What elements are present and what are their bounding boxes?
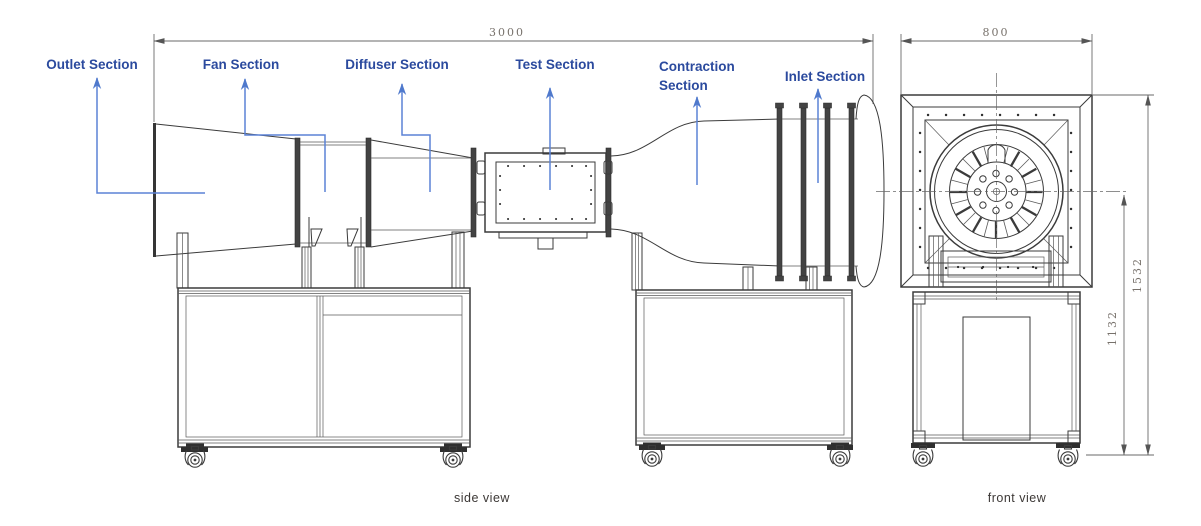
dim-1532-value: 1532 (1131, 257, 1144, 293)
label-contraction-line2: Section (659, 78, 708, 93)
bell-mouth (855, 94, 885, 288)
test-section-box (470, 147, 613, 250)
contraction-support-posts (451, 231, 818, 291)
motor-mount (928, 235, 1064, 288)
dim-1132-value: 1132 (1106, 310, 1119, 346)
side-view-caption: side view (454, 491, 510, 505)
label-contraction-line1: Contraction (659, 59, 735, 74)
label-inlet-section: Inlet Section (785, 69, 865, 84)
front-support-cart (911, 291, 1081, 467)
fan-support-posts (301, 246, 365, 289)
outlet-cone (153, 123, 297, 289)
front-view-caption: front view (988, 491, 1047, 505)
test-section-base (498, 231, 588, 239)
test-section-foot (537, 237, 554, 250)
leader-outlet-arrow (92, 77, 205, 194)
fan-blade-edges (950, 146, 1042, 238)
fan-housing (294, 137, 372, 289)
dim-800-value: 800 (983, 26, 1010, 39)
test-section-handle (542, 147, 566, 155)
fan-front-flange (294, 137, 301, 248)
contraction-duct (610, 118, 781, 267)
right-support-cart (635, 289, 853, 467)
cart-door-panel (962, 316, 1031, 441)
fan-blades (949, 151, 1043, 239)
hub-bolts (973, 169, 1019, 215)
fan-front-face (876, 73, 1128, 302)
foot-pad (827, 445, 853, 450)
inlet-screens (775, 102, 858, 282)
test-section-latches (476, 160, 613, 216)
left-support-cart (177, 287, 471, 468)
test-left-flange (470, 147, 477, 238)
section-labels: Outlet Section Fan Section Diffuser Sect… (46, 57, 865, 194)
diffuser-duct (370, 139, 474, 248)
label-diffuser-section: Diffuser Section (345, 57, 449, 72)
fan-rear-flange (365, 137, 372, 248)
label-outlet-section: Outlet Section (46, 57, 138, 72)
dim-heights: 1532 1132 (1086, 94, 1154, 456)
leader-diffuser-arrow (397, 83, 431, 192)
foot-pad (639, 445, 665, 450)
front-view-drawing: 800 (876, 26, 1154, 505)
leader-fan-arrow (240, 78, 326, 192)
label-test-section: Test Section (515, 57, 594, 72)
cart-divider (316, 296, 324, 437)
side-view-drawing: 3000 (46, 26, 885, 505)
dim-3000-value: 3000 (489, 26, 525, 39)
label-fan-section: Fan Section (203, 57, 280, 72)
dim-front-width: 800 (900, 26, 1093, 94)
dim-overall-length: 3000 (153, 26, 874, 122)
front-fan-housing (876, 73, 1128, 302)
